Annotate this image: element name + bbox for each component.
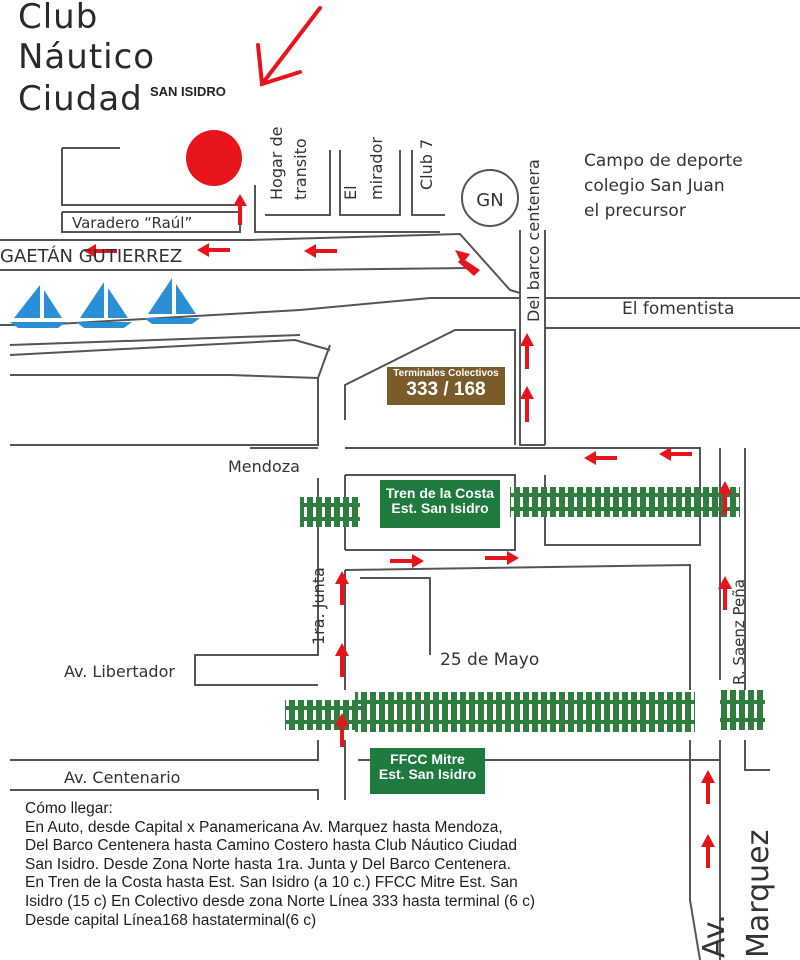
sailboat-icon [10, 285, 66, 328]
ffcc-mitre-box: FFCC Mitre Est. San Isidro [370, 748, 485, 794]
arrow-right-icon [390, 554, 424, 568]
arrow-left-icon [304, 244, 337, 258]
street-el-fomentista: El fomentista [622, 299, 734, 319]
arrow-left-icon [84, 244, 117, 258]
directions-line: Isidro (15 c) En Colectivo desde zona No… [25, 892, 536, 910]
title-line-2: Náutico [18, 37, 156, 77]
mitre-line1: FFCC Mitre [390, 751, 465, 767]
directions-heading: Cómo llegar: [25, 800, 113, 817]
title-subtitle: SAN ISIDRO [150, 84, 226, 99]
arrow-left-icon [197, 243, 230, 257]
location-marker [186, 130, 242, 186]
street-av-marquez-name: Marquez [741, 830, 776, 958]
directions-line: En Tren de la Costa hasta Est. San Isidr… [25, 874, 518, 892]
sailboat-icons [10, 278, 200, 328]
arrow-up-icon [701, 770, 715, 804]
title-line-1: Club [18, 0, 99, 37]
directions-line: Del Barco Centenera hasta Camino Costero… [25, 837, 517, 855]
gn-label: GN [476, 190, 503, 211]
road-outlines [0, 147, 800, 960]
gn-circle [461, 169, 519, 227]
street-25-de-mayo: 25 de Mayo [440, 650, 539, 670]
arrow-left-icon [659, 447, 692, 461]
street-av-libertador: Av. Libertador [64, 662, 175, 681]
pointer-arrow-icon [256, 6, 322, 87]
title-line-3: Ciudad [18, 79, 143, 119]
street-av-centenario: Av. Centenario [64, 768, 180, 787]
arrow-up-icon [718, 481, 732, 515]
bus-terminal-lines: 333 / 168 [406, 378, 486, 400]
arrow-left-icon [584, 451, 617, 465]
arrow-up-icon [520, 386, 534, 422]
street-mendoza: Mendoza [228, 457, 300, 476]
arrow-up-icon [701, 834, 715, 868]
street-1ra-junta: 1ra. Junta [309, 567, 328, 645]
directions-line: Desde capital Línea168 hastaterminal(6 c… [25, 911, 317, 929]
place-club-7: Club 7 [417, 139, 436, 190]
sailboat-icon [144, 278, 200, 324]
direction-arrows [84, 194, 732, 868]
bus-terminal-label: Terminales Colectivos [393, 368, 499, 379]
sailboat-icon [76, 282, 132, 328]
street-del-barco-centenera: Del barco centenera [524, 159, 543, 322]
arrow-up-icon [335, 571, 349, 605]
place-hogar-line2: transito [291, 138, 310, 200]
place-hogar-line1: Hogar de [267, 127, 286, 200]
place-mirador-line1: El [341, 185, 360, 200]
mitre-line2: Est. San Isidro [378, 765, 477, 782]
arrow-up-icon [233, 194, 247, 225]
directions-line: San Isidro. Desde Zona Norte hasta 1ra. … [25, 855, 511, 873]
place-varadero-raul: Varadero “Raúl” [72, 214, 192, 232]
directions-text: Cómo llegar: En Auto, desde Capital x Pa… [25, 800, 685, 930]
arrow-right-icon [485, 551, 519, 565]
directions-line: En Auto, desde Capital x Panamericana Av… [25, 818, 503, 836]
street-saenz-pena: R. Saenz Peña [730, 579, 748, 685]
street-gaetan-gutierrez: GAETÁN GUTIERREZ [0, 245, 182, 267]
place-campo-line1: Campo de deporte [584, 151, 743, 171]
arrow-up-icon [520, 333, 534, 369]
place-campo-line3: el precursor [584, 201, 686, 221]
arrow-up-icon [718, 576, 732, 610]
tren-line2: Est. San Isidro [391, 499, 489, 516]
arrow-up-icon [455, 250, 480, 276]
tren-line1: Tren de la Costa [385, 485, 495, 501]
arrow-up-icon [335, 713, 349, 747]
place-mirador-line2: mirador [367, 137, 386, 200]
street-av-marquez-av: Av. [697, 914, 732, 958]
bus-terminal-box: Terminales Colectivos 333 / 168 [387, 367, 505, 405]
rail-tracks [285, 487, 765, 732]
tren-de-la-costa-box: Tren de la Costa Est. San Isidro [380, 480, 500, 528]
place-campo-line2: colegio San Juan [584, 176, 725, 196]
arrow-up-icon [335, 643, 349, 677]
